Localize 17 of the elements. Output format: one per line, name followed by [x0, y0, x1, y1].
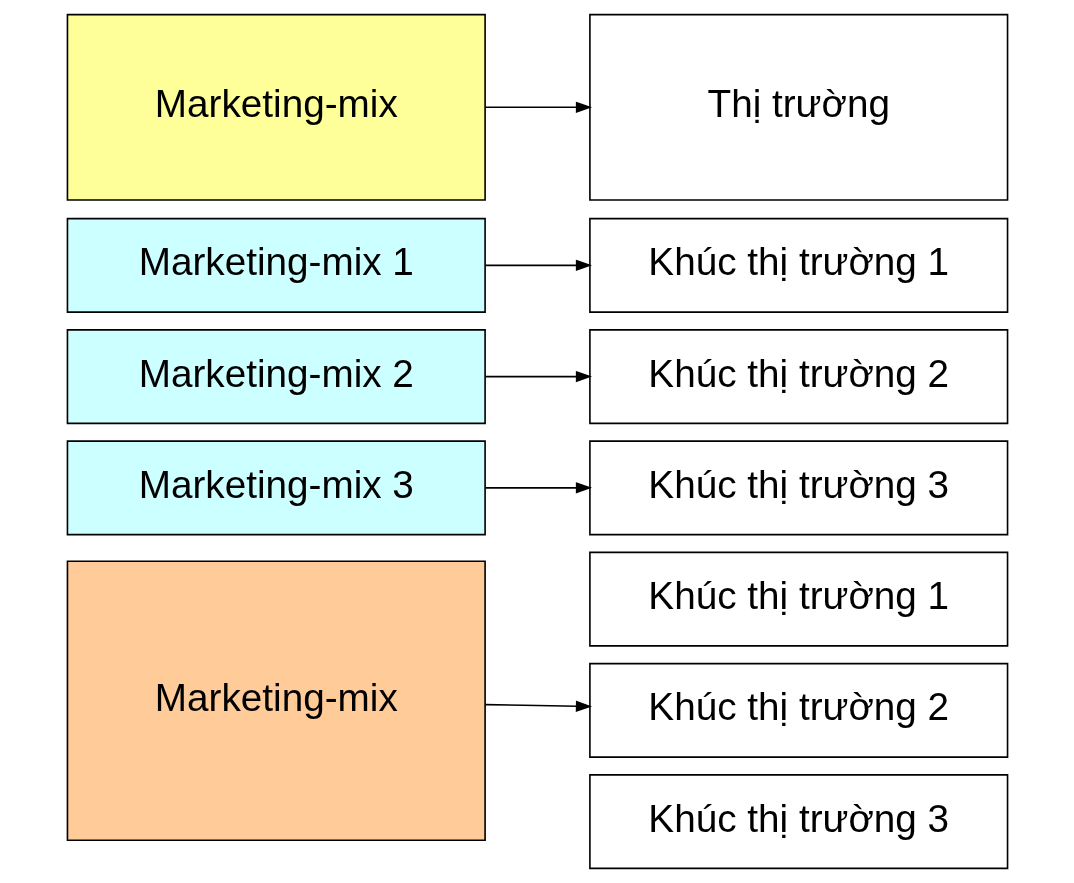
- arrow: [484, 259, 592, 271]
- node-box: Khúc thị trường 1: [588, 217, 1008, 313]
- node-box: Khúc thị trường 3: [588, 440, 1008, 536]
- arrow: [484, 482, 592, 494]
- node-box: Khúc thị trường 3: [588, 774, 1008, 870]
- node-box: Marketing-mix 2: [66, 329, 486, 425]
- arrow: [484, 700, 592, 712]
- arrow: [484, 370, 592, 383]
- node-box: Khúc thị trường 2: [588, 329, 1008, 425]
- arrow: [484, 101, 592, 113]
- node-box: Khúc thị trường 2: [588, 662, 1008, 758]
- node-box: Thị trường: [588, 13, 1008, 201]
- node-box: Marketing-mix 3: [66, 440, 486, 536]
- node-box: Marketing-mix 1: [66, 217, 486, 313]
- node-box: Marketing-mix: [66, 13, 486, 201]
- node-box: Marketing-mix: [66, 560, 486, 841]
- node-box: Khúc thị trường 1: [588, 551, 1008, 647]
